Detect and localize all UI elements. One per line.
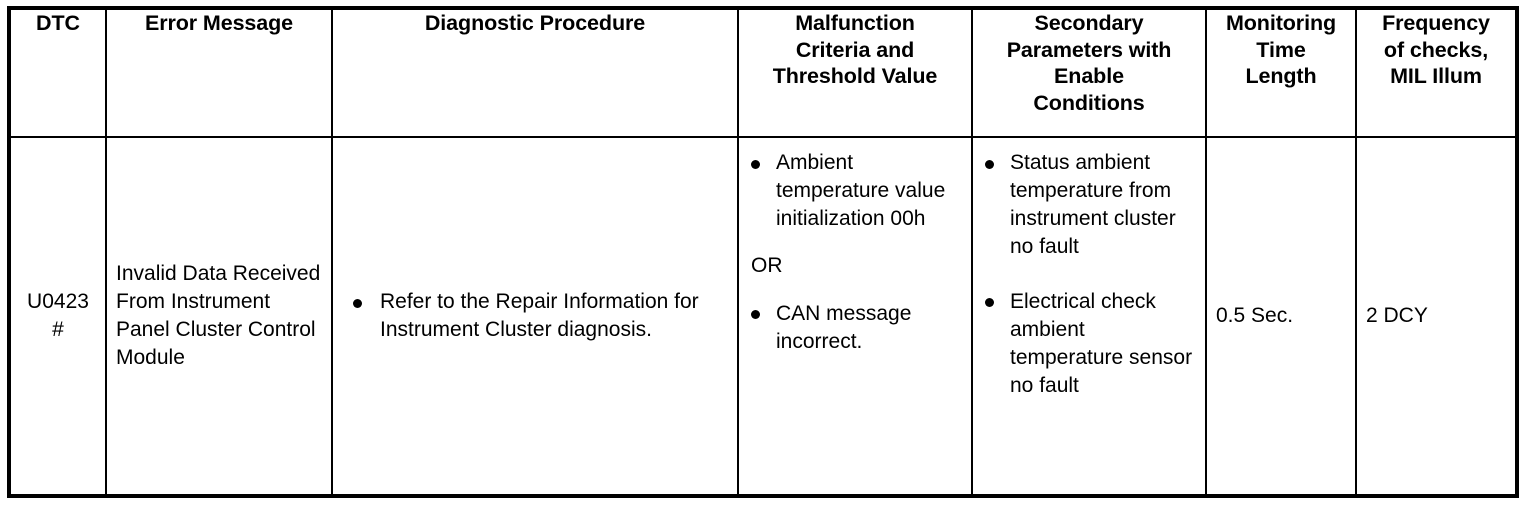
dtc-code: U0423 # [27,289,89,341]
list-item: CAN message incorrect. [745,300,967,356]
bullet-icon [751,159,760,169]
column-header-secondary-parameters: Secondary Parameters with Enable Conditi… [971,7,1207,138]
table-body: U0423 # Invalid Data Received From Instr… [9,136,1517,497]
list-item: Electrical check ambient temperature sen… [979,288,1201,401]
cell-dtc: U0423 # [9,136,107,497]
bullet-icon [353,298,362,308]
bullet-icon [751,310,760,320]
column-header-dtc: DTC [9,7,107,138]
table-header: DTC Error Message Diagnostic Procedure M… [9,7,1517,138]
list-item-label: Electrical check ambient temperature sen… [1010,289,1193,397]
list-item: Status ambient temperature from instrume… [979,149,1201,262]
list-item-label: Status ambient temperature from instrume… [1010,151,1176,259]
column-header-frequency-of-checks: Frequency of checks, MIL Illum [1355,7,1517,138]
column-header-monitoring-time: Monitoring Time Length [1205,7,1357,138]
malfunction-list-secondary: CAN message incorrect. [745,300,967,356]
column-header-malfunction-criteria: Malfunction Criteria and Threshold Value [737,7,973,138]
list-item-label: Ambient temperature value initialization… [776,151,946,231]
cell-secondary-parameters: Status ambient temperature from instrume… [971,136,1207,497]
column-header-diagnostic-procedure: Diagnostic Procedure [331,7,739,138]
list-item-label: Refer to the Repair Information for Inst… [380,289,699,341]
malfunction-separator-or: OR [751,254,783,278]
monitoring-time-value: 0.5 Sec. [1216,303,1294,327]
cell-frequency-of-checks: 2 DCY [1355,136,1517,497]
bullet-icon [985,298,994,308]
table-row: U0423 # Invalid Data Received From Instr… [9,136,1517,497]
bullet-icon [985,159,994,169]
secondary-parameters-content: Status ambient temperature from instrume… [973,138,1205,494]
dtc-diagnostic-table: DTC Error Message Diagnostic Procedure M… [7,6,1519,498]
cell-malfunction-criteria: Ambient temperature value initialization… [737,136,973,497]
diagnostic-procedure-content: Refer to the Repair Information for Inst… [333,138,737,494]
cell-error-message: Invalid Data Received From Instrument Pa… [105,136,333,497]
list-item-label: CAN message incorrect. [776,301,912,353]
frequency-value: 2 DCY [1366,303,1428,327]
malfunction-criteria-content: Ambient temperature value initialization… [739,138,971,494]
cell-monitoring-time: 0.5 Sec. [1205,136,1357,497]
list-item: Ambient temperature value initialization… [745,149,967,233]
cell-diagnostic-procedure: Refer to the Repair Information for Inst… [331,136,739,497]
diagnostic-procedure-list: Refer to the Repair Information for Inst… [333,288,737,344]
malfunction-list-primary: Ambient temperature value initialization… [745,149,967,233]
secondary-parameters-list: Status ambient temperature from instrume… [979,149,1201,400]
error-message-text: Invalid Data Received From Instrument Pa… [116,261,321,370]
list-item: Refer to the Repair Information for Inst… [347,288,731,344]
column-header-error-message: Error Message [105,7,333,138]
header-row: DTC Error Message Diagnostic Procedure M… [9,7,1517,138]
